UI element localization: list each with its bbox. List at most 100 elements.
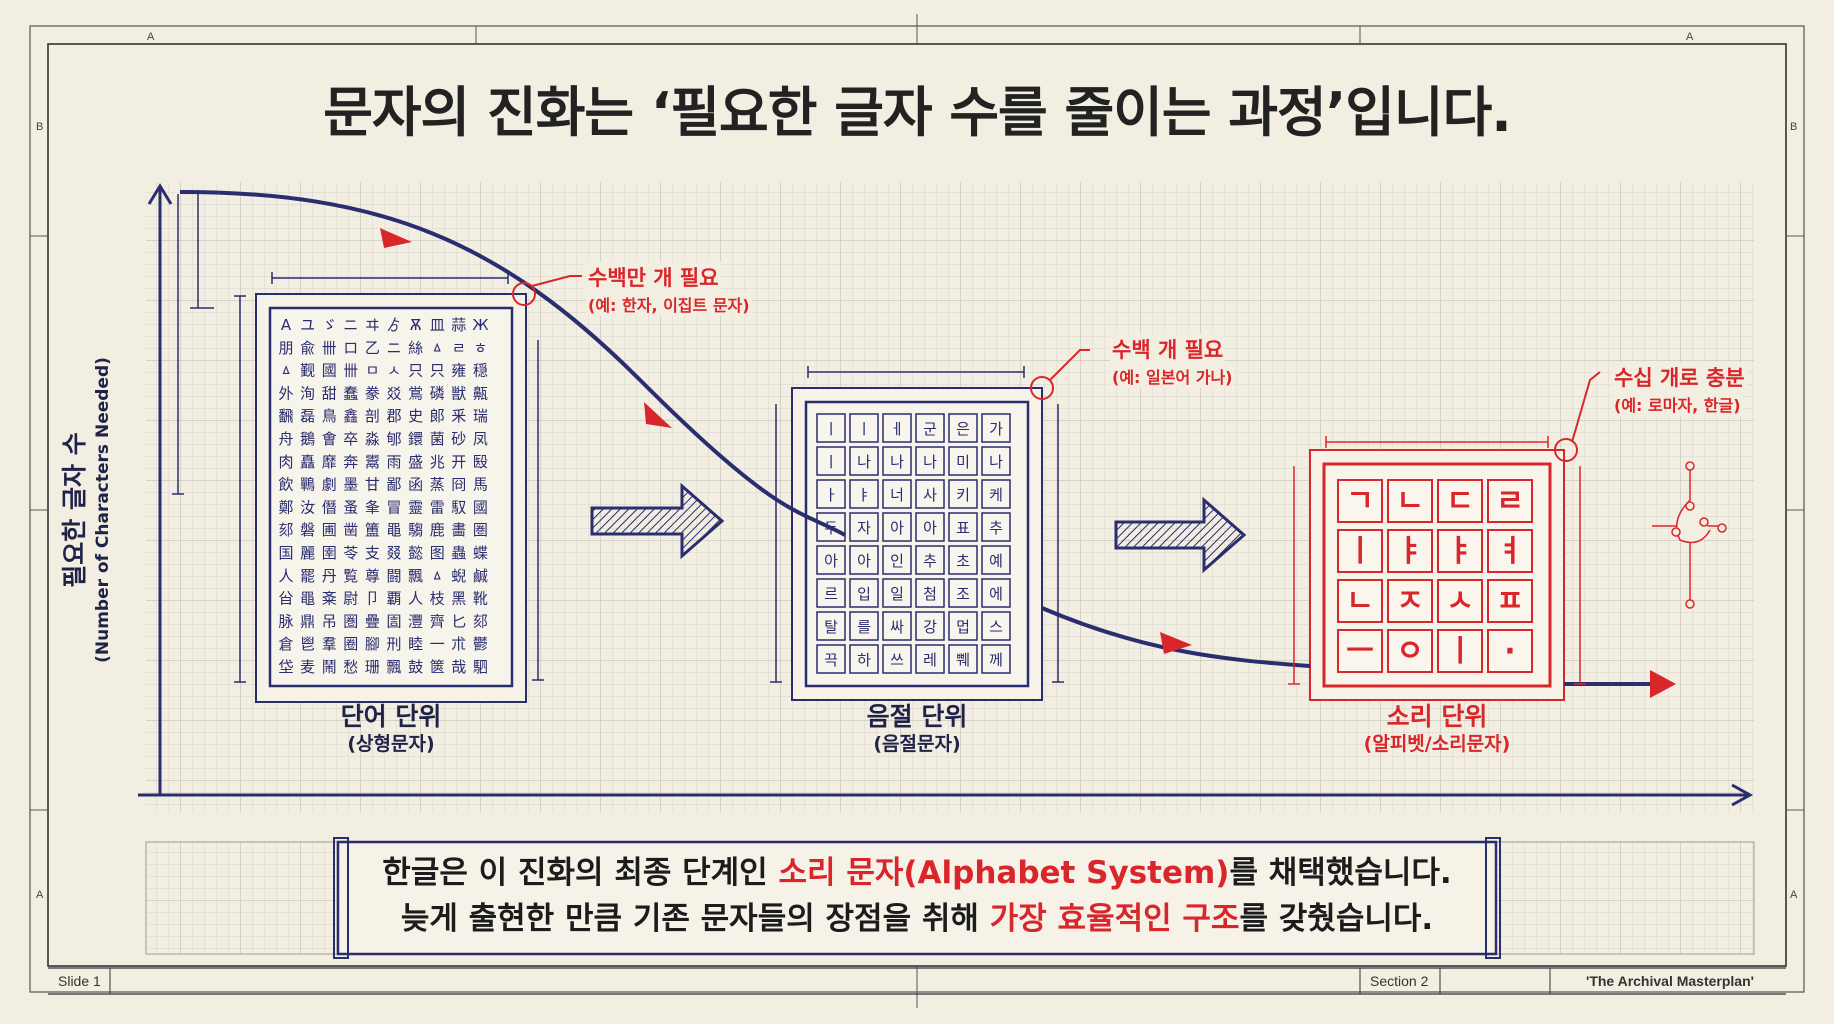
transition-arrow-2 bbox=[1114, 496, 1247, 574]
sound-cell bbox=[1387, 479, 1433, 523]
syllable-cell bbox=[915, 446, 945, 476]
ideogram-glyph: 郂 bbox=[473, 612, 488, 630]
ideogram-glyph: 淼 bbox=[365, 430, 380, 448]
ideogram-glyph: 鬻 bbox=[365, 453, 380, 471]
sound-glyph: ㅣ bbox=[1346, 534, 1374, 569]
ideogram-glyph: 墨 bbox=[343, 476, 358, 494]
syllable-cell bbox=[915, 512, 945, 542]
ideogram-glyph: 图 bbox=[430, 544, 445, 562]
ideogram-glyph: ヰ bbox=[365, 316, 380, 334]
ideogram-glyph: 磐 bbox=[300, 521, 315, 539]
syllable-glyph: 자 bbox=[857, 519, 871, 537]
ideogram-glyph: 圏 bbox=[473, 521, 488, 539]
y-axis-title: 필요한 글자 수 bbox=[60, 432, 89, 588]
syllable-cell bbox=[849, 479, 879, 509]
sound-glyph: ㄷ bbox=[1446, 484, 1474, 519]
ideogram-glyph: 奔 bbox=[343, 453, 358, 471]
syllable-cell bbox=[816, 611, 846, 641]
ideogram-glyph: 冏 bbox=[451, 476, 466, 494]
syllable-cell bbox=[849, 512, 879, 542]
ideogram-glyph: 飲 bbox=[278, 476, 293, 494]
syllable-cell bbox=[816, 578, 846, 608]
callout-leader-2 bbox=[1030, 349, 1090, 400]
syllable-glyph: 스 bbox=[989, 618, 1003, 636]
ideogram-glyph: 懿 bbox=[408, 544, 423, 562]
ideogram-glyph: 畵 bbox=[451, 521, 466, 539]
ideogram-glyph: 菌 bbox=[430, 430, 445, 448]
syllable-glyph: 첨 bbox=[923, 585, 937, 603]
ideogram-glyph: 㸚 bbox=[386, 384, 401, 402]
ideogram-glyph: 珊 bbox=[365, 658, 380, 676]
sound-cell bbox=[1437, 579, 1483, 623]
ideogram-glyph: 朋 bbox=[278, 339, 293, 357]
syllable-glyph: 나 bbox=[857, 453, 871, 471]
ideogram-glyph: 人 bbox=[408, 590, 423, 608]
syllable-cell bbox=[915, 611, 945, 641]
ideogram-glyph: 睦 bbox=[408, 635, 423, 653]
ideogram-glyph: ㅿ bbox=[430, 339, 444, 357]
syllable-cell bbox=[882, 644, 912, 674]
syllable-cell bbox=[816, 446, 846, 476]
curve-arrow-2 bbox=[644, 402, 672, 428]
callout-leader-3 bbox=[1554, 371, 1601, 462]
curve-arrow-1 bbox=[380, 228, 412, 248]
syllable-glyph: 사 bbox=[923, 486, 937, 504]
x-axis bbox=[138, 783, 1754, 807]
syllable-glyph: ㅣ bbox=[857, 420, 871, 438]
syllable-cell bbox=[948, 644, 978, 674]
ideogram-glyph: 豢 bbox=[365, 384, 380, 402]
stage-sublabel-sound: (알피벳/소리문자) bbox=[1363, 733, 1511, 755]
syllable-glyph: 아 bbox=[923, 519, 937, 537]
caption-highlight-2: 가장 효율적인 구조 bbox=[989, 901, 1240, 937]
note-title-word: 수백만 개 필요 bbox=[586, 262, 721, 292]
sound-glyph: ㅑ bbox=[1396, 534, 1424, 569]
ideogram-glyph: 卩 bbox=[365, 590, 380, 608]
ideogram-glyph: 絲 bbox=[408, 339, 423, 357]
sound-cell bbox=[1337, 579, 1383, 623]
ideogram-glyph: 蒜 bbox=[451, 316, 466, 334]
ideogram-glyph: 人 bbox=[278, 567, 293, 585]
ideogram-glyph: 鷤 bbox=[300, 476, 315, 494]
sound-glyph: ㅡ bbox=[1346, 634, 1374, 669]
ideogram-glyph: 鑫 bbox=[343, 407, 358, 425]
ideogram-glyph: 鐶 bbox=[408, 430, 423, 448]
ideogram-glyph: 舟 bbox=[278, 430, 293, 448]
ideogram-glyph: ㄹ bbox=[452, 339, 466, 357]
ideogram-glyph: 黑 bbox=[451, 590, 466, 608]
ideogram-glyph: A bbox=[281, 316, 292, 334]
ideogram-glyph: 麦 bbox=[300, 658, 315, 676]
syllable-glyph: 레 bbox=[923, 651, 937, 669]
syllable-glyph: 아 bbox=[890, 519, 904, 537]
syllable-glyph: 께 bbox=[989, 651, 1003, 669]
ideogram-glyph: 朮 bbox=[451, 635, 466, 653]
ideogram-glyph: 鴬 bbox=[408, 384, 423, 402]
syllable-cell bbox=[948, 578, 978, 608]
syllable-glyph: 르 bbox=[824, 585, 838, 603]
syllable-glyph: 추 bbox=[923, 552, 937, 570]
ideogram-glyph: 鼓 bbox=[408, 658, 423, 676]
syllable-cell bbox=[882, 545, 912, 575]
caption-line-2-a: 늦게 출현한 만큼 기존 문자들의 장점을 취해 bbox=[400, 901, 990, 937]
footer-title: 'The Archival Masterplan' bbox=[1586, 973, 1754, 989]
sound-cell bbox=[1387, 529, 1433, 573]
syllable-glyph: 은 bbox=[956, 420, 970, 438]
border-mark-top-right: A bbox=[1686, 31, 1694, 43]
dimension-lines-3 bbox=[1288, 436, 1586, 685]
syllable-cell bbox=[948, 611, 978, 641]
ideogram-glyph: 黽 bbox=[386, 521, 401, 539]
ideogram-glyph: 觐 bbox=[300, 362, 315, 380]
sound-cell bbox=[1487, 579, 1533, 623]
ideogram-glyph: 开 bbox=[451, 453, 466, 471]
syllable-glyph: 싸 bbox=[890, 618, 904, 636]
syllable-cell bbox=[816, 413, 846, 443]
sound-cell bbox=[1387, 629, 1433, 673]
ideogram-glyph: 圁 bbox=[386, 612, 401, 630]
ideogram-glyph: 覇 bbox=[386, 590, 401, 608]
y-axis-title-en: (Number of Characters Needed) bbox=[93, 357, 113, 663]
ideogram-glyph: 齀 bbox=[473, 384, 488, 402]
syllable-cell bbox=[915, 578, 945, 608]
ideogram-glyph: 磷 bbox=[430, 384, 445, 402]
